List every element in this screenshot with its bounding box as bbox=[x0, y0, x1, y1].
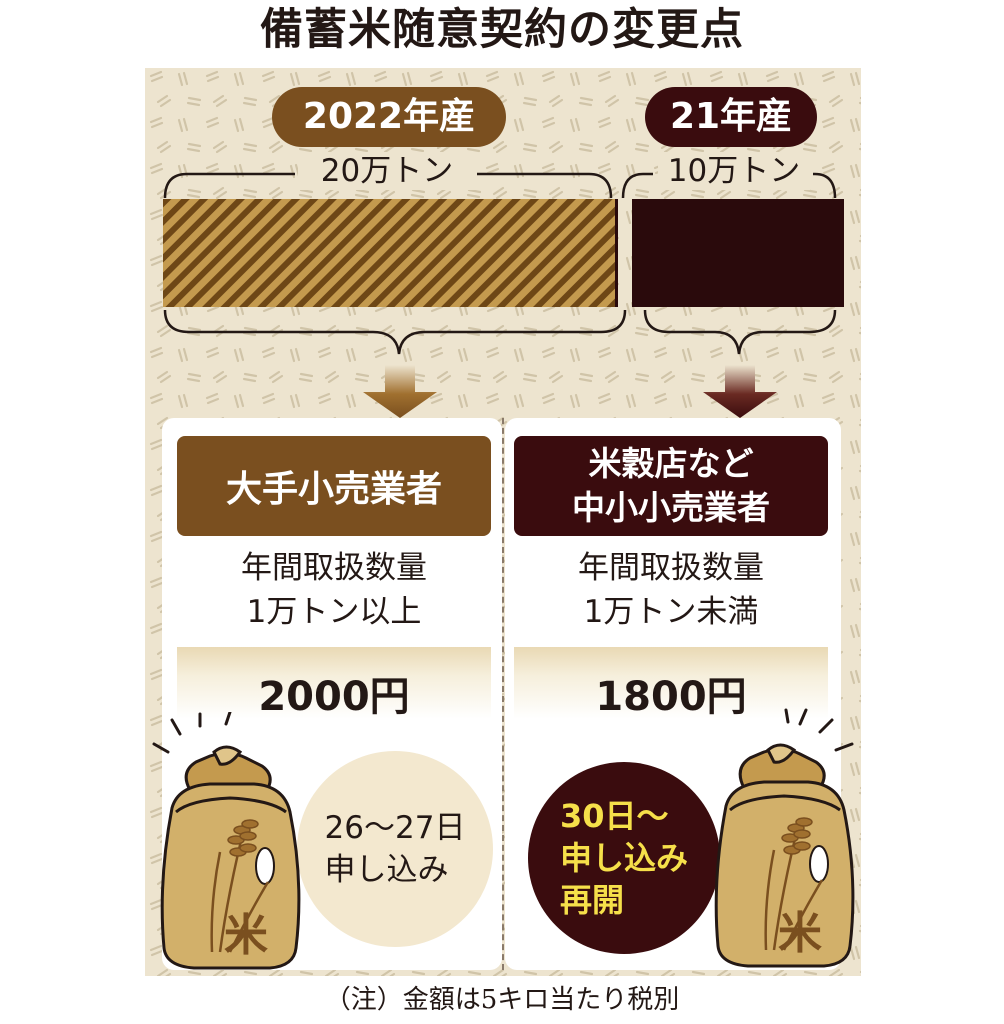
volume-value: 1万トン未満 bbox=[583, 594, 759, 630]
category-small-retailer: 米穀店など 中小小売業者 bbox=[514, 436, 828, 536]
volume-value: 1万トン以上 bbox=[246, 594, 422, 630]
bag-label: 米 bbox=[224, 910, 268, 961]
bar-2022 bbox=[163, 199, 615, 307]
schedule-line2: 申し込み bbox=[324, 852, 449, 888]
bottom-bracket-right bbox=[643, 309, 837, 355]
bottom-bracket-left bbox=[163, 309, 627, 355]
price-small: 1800円 bbox=[595, 674, 747, 720]
price-large: 2000円 bbox=[258, 674, 410, 720]
schedule-small: 30日〜 申し込み 再開 bbox=[528, 762, 720, 954]
price-band-right bbox=[514, 647, 828, 719]
arrow-right bbox=[703, 365, 777, 418]
bracket-arrows bbox=[163, 172, 837, 418]
category-name-line1: 米穀店など bbox=[588, 444, 754, 483]
schedule-line3: 再開 bbox=[559, 881, 624, 919]
schedule-line1: 30日〜 bbox=[559, 797, 669, 835]
top-bracket-right bbox=[621, 172, 837, 199]
schedule-line2: 申し込み bbox=[559, 839, 688, 877]
volume-label: 年間取扱数量 bbox=[241, 550, 427, 586]
bar-21 bbox=[632, 199, 844, 307]
volume-label: 年間取扱数量 bbox=[578, 550, 764, 586]
volume-large: 年間取扱数量 1万トン以上 bbox=[177, 546, 491, 634]
category-name: 大手小売業者 bbox=[225, 469, 442, 510]
card-divider bbox=[502, 418, 504, 970]
schedule-line1: 26〜27日 bbox=[324, 810, 466, 846]
price-band-left bbox=[177, 647, 491, 719]
bar-separator bbox=[615, 199, 618, 307]
year-2022-pill: 2022年産 bbox=[272, 87, 506, 147]
rice-bag-icon-right: 米 bbox=[714, 708, 855, 968]
amount-21: 10万トン bbox=[658, 152, 810, 190]
arrow-left bbox=[363, 365, 437, 418]
year-21-pill: 21年産 bbox=[645, 87, 817, 147]
category-name-line2: 中小小売業者 bbox=[572, 488, 770, 527]
rice-bag-icon-left: 米 bbox=[152, 712, 301, 970]
volume-small: 年間取扱数量 1万トン未満 bbox=[514, 546, 828, 634]
schedule-large: 26〜27日 申し込み bbox=[297, 751, 493, 947]
page-title: 備蓄米随意契約の変更点 bbox=[260, 5, 744, 55]
amount-2022: 20万トン bbox=[298, 152, 476, 190]
bag-label: 米 bbox=[778, 908, 822, 959]
top-bracket-left bbox=[163, 172, 613, 199]
category-large-retailer: 大手小売業者 bbox=[177, 436, 491, 536]
footnote: （注）金額は5キロ当たり税別 bbox=[324, 985, 680, 1015]
